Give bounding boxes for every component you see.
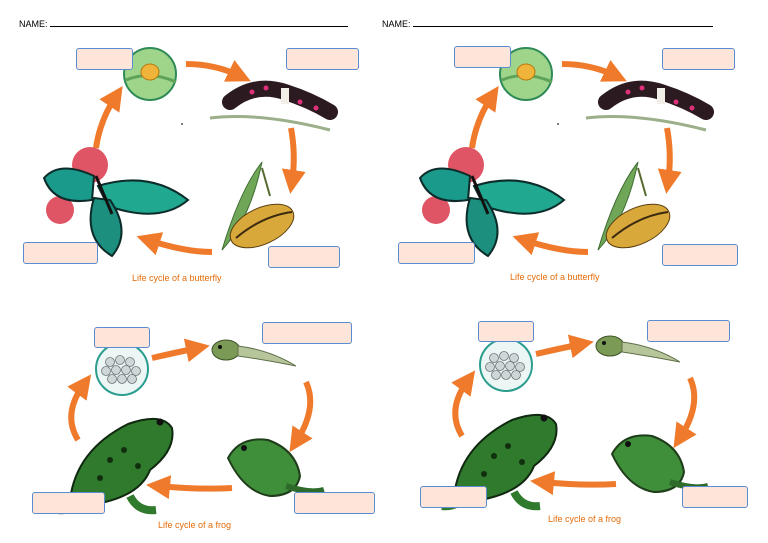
froglet-icon <box>612 435 708 492</box>
cycle-arrow <box>158 486 232 489</box>
cycle-arrow <box>296 382 310 442</box>
butterfly-label-box[interactable] <box>398 242 475 264</box>
butterfly-icon <box>420 147 564 256</box>
frog-caption: Life cycle of a frog <box>158 520 231 530</box>
tadpole-label-box[interactable] <box>647 320 730 342</box>
cycle-arrow <box>562 64 616 76</box>
caterpillar-icon <box>586 86 706 131</box>
cycle-arrow <box>455 380 468 436</box>
chrysalis-label-box[interactable] <box>662 244 738 266</box>
froglet-icon <box>228 439 324 496</box>
cycle-arrow <box>472 96 492 148</box>
cycle-arrow <box>536 344 582 354</box>
cycle-arrow <box>71 384 84 440</box>
caterpillar-label-box[interactable] <box>662 48 735 70</box>
chrysalis-icon <box>222 162 300 257</box>
adult-frog-label-box[interactable] <box>420 486 487 508</box>
frog-spawn-label-box[interactable] <box>94 327 150 348</box>
butterfly-caption: Life cycle of a butterfly <box>510 272 600 282</box>
frog-spawn-label-box[interactable] <box>478 321 534 342</box>
butterfly-caption: Life cycle of a butterfly <box>132 273 222 283</box>
frog-caption: Life cycle of a frog <box>548 514 621 524</box>
butterfly-icon <box>44 147 188 256</box>
cycle-arrow <box>186 64 240 76</box>
egg-label-box[interactable] <box>76 48 133 70</box>
froglet-label-box[interactable] <box>294 492 375 514</box>
cycle-arrow <box>152 348 198 358</box>
caterpillar-label-box[interactable] <box>286 48 359 70</box>
cycle-arrow <box>96 96 116 148</box>
frog-cycle-panel-right: Life cycle of a frog <box>384 296 768 543</box>
cycle-arrow <box>148 240 212 252</box>
frog-cycle-panel-left: Life cycle of a frog <box>0 300 384 543</box>
adult-frog-label-box[interactable] <box>32 492 105 514</box>
froglet-label-box[interactable] <box>682 486 748 508</box>
chrysalis-label-box[interactable] <box>268 246 340 268</box>
frog-spawn-icon <box>96 343 148 395</box>
butterfly-cycle-panel-right: Life cycle of a butterfly <box>376 0 760 290</box>
frog-spawn-icon <box>480 339 532 391</box>
tadpole-label-box[interactable] <box>262 322 352 344</box>
cycle-arrow <box>291 128 294 182</box>
cycle-arrow <box>680 378 694 438</box>
chrysalis-icon <box>598 162 676 257</box>
butterfly-cycle-panel-left: Life cycle of a butterfly <box>0 0 384 290</box>
cycle-arrow <box>542 482 616 485</box>
butterfly-label-box[interactable] <box>23 242 98 264</box>
egg-label-box[interactable] <box>454 46 511 68</box>
cycle-arrow <box>667 128 670 182</box>
cycle-arrow <box>524 240 588 252</box>
caterpillar-icon <box>210 86 330 131</box>
